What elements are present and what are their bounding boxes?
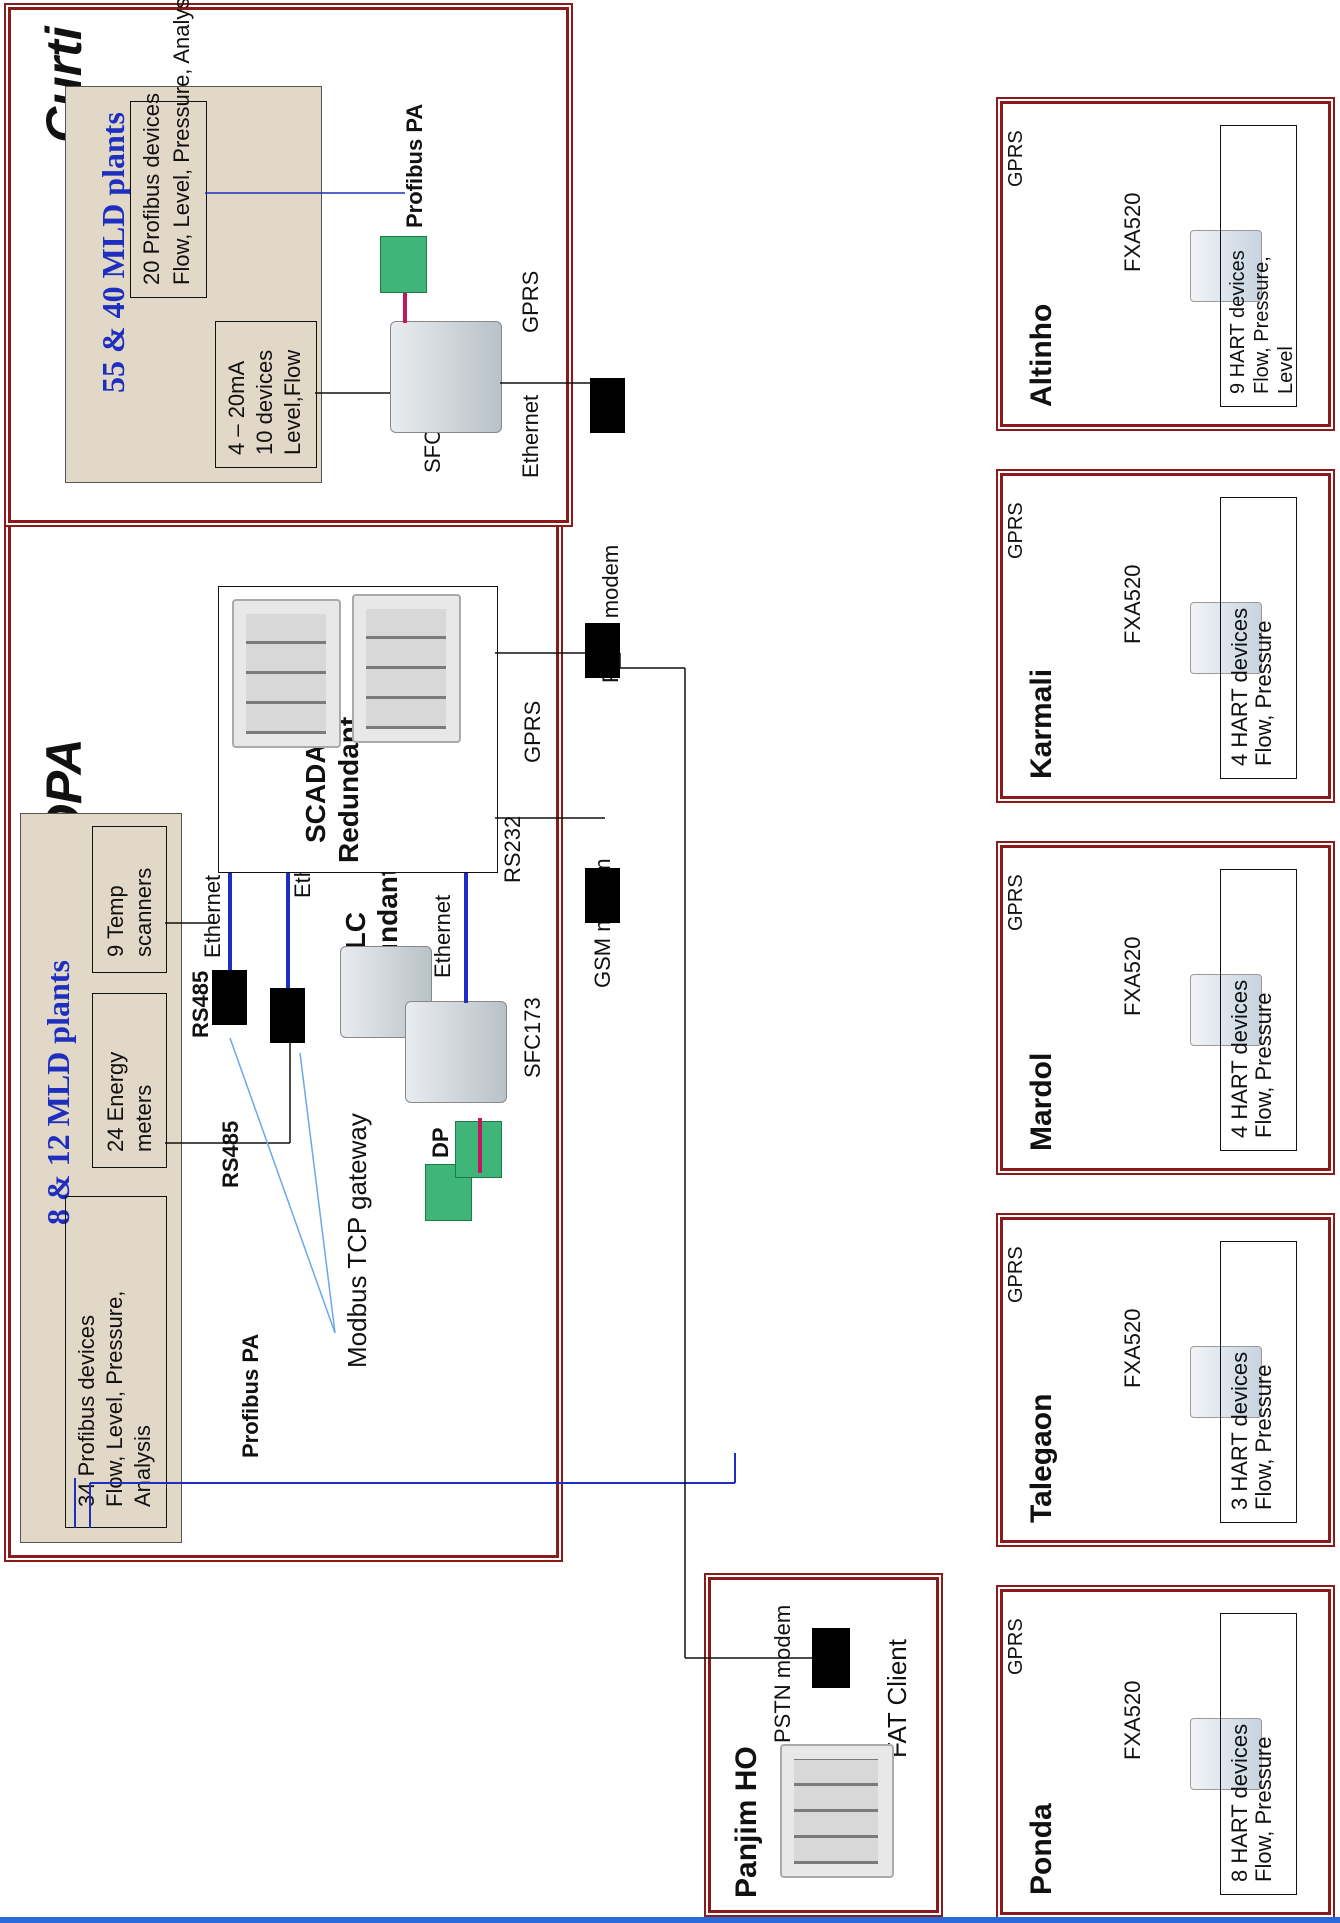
window-bottom-bar [0, 1917, 1340, 1923]
modbus-arrow-2 [299, 1052, 336, 1334]
modbus-arrow-1 [229, 1037, 336, 1334]
